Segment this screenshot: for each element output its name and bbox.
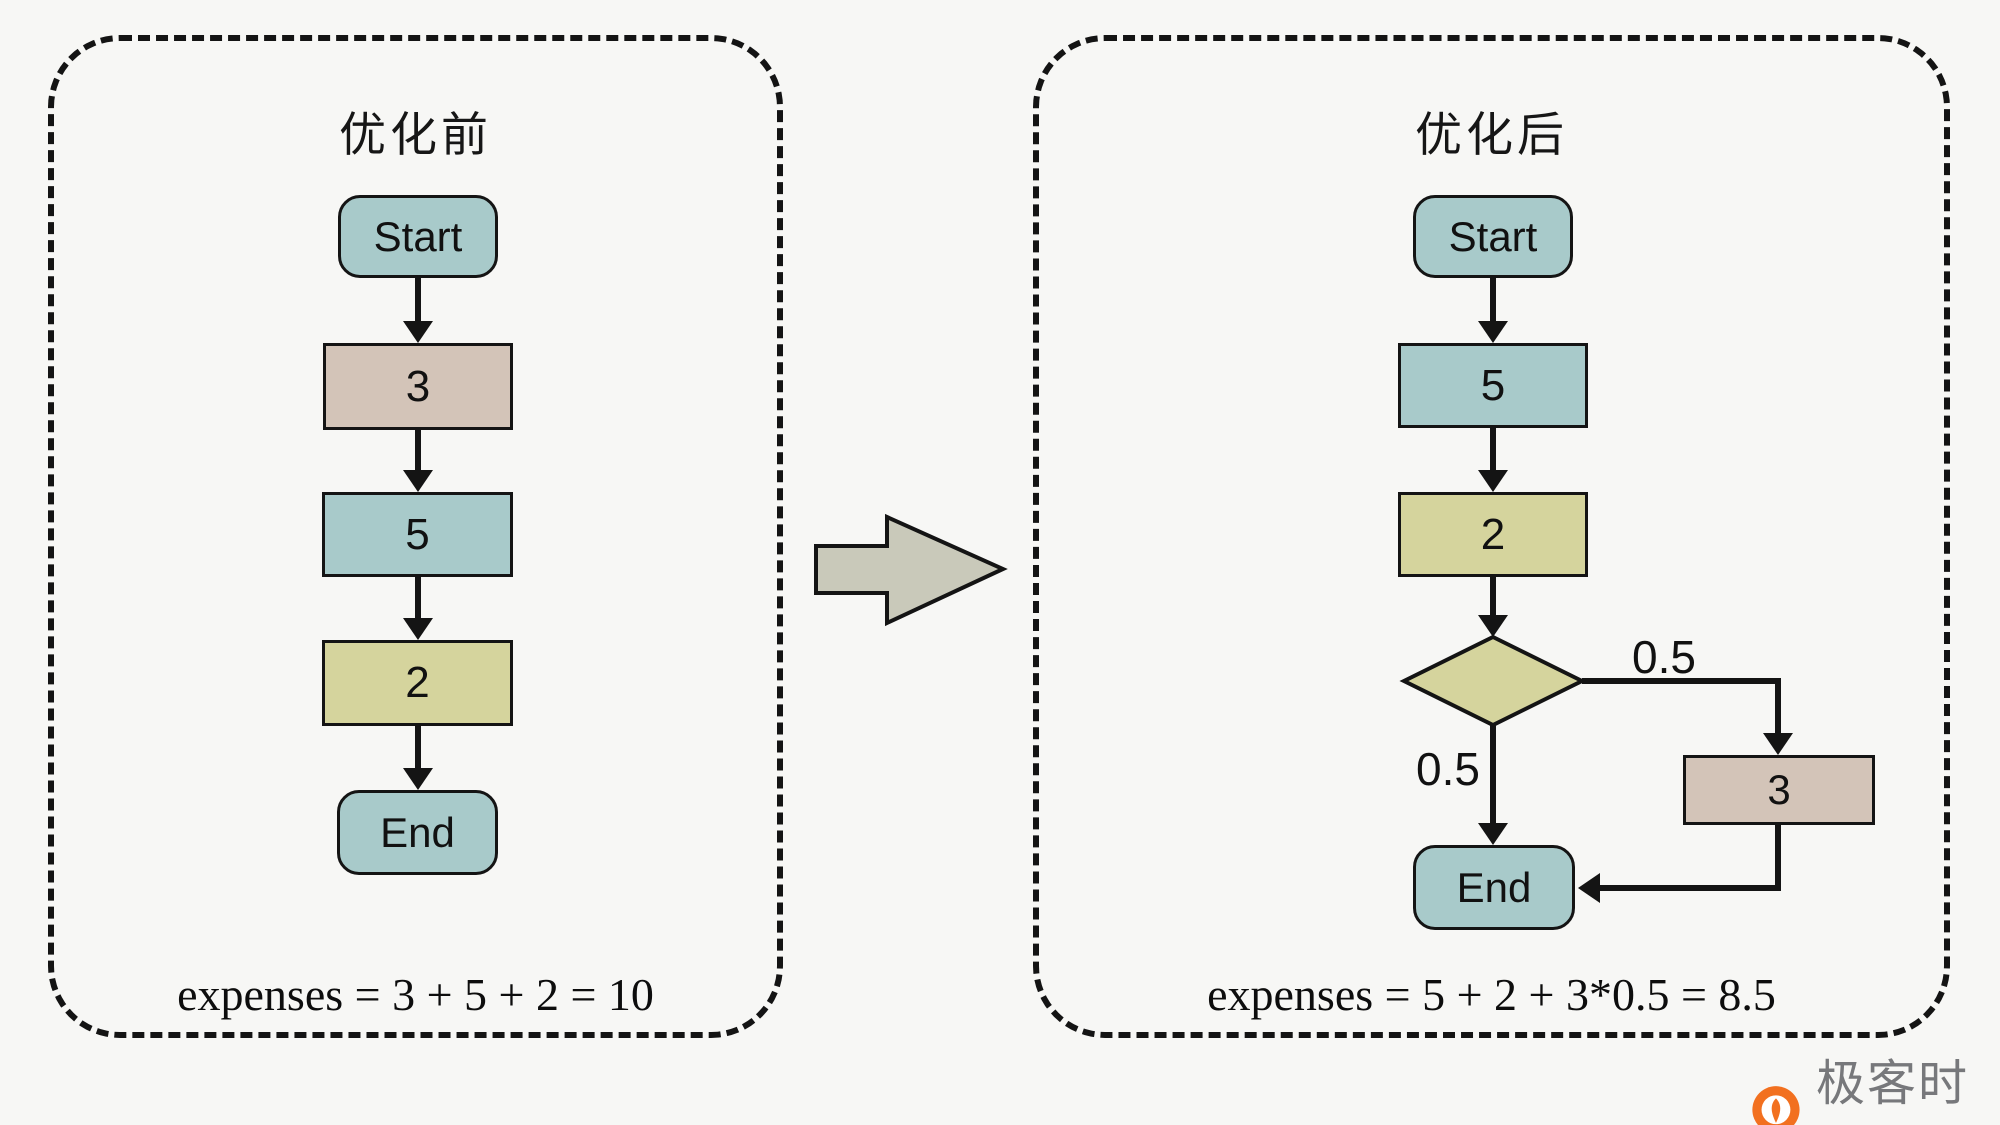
after-process-node-2: 2 xyxy=(1398,492,1588,577)
before-panel-title: 优化前 xyxy=(339,108,492,161)
after-branch-down-label: 0.5 xyxy=(1416,743,1480,795)
after-return-hline xyxy=(1598,885,1781,891)
before-process-node-2: 2 xyxy=(322,640,513,726)
before-end-label: End xyxy=(380,808,455,856)
after-expenses-formula: expenses = 5 + 2 + 3*0.5 = 8.5 xyxy=(1207,969,1776,1020)
before-flow-arrow-line-1 xyxy=(415,277,421,323)
after-branch-down-arrowhead xyxy=(1478,823,1508,845)
after-start-label: Start xyxy=(1448,212,1538,260)
before-flow-arrow-line-4 xyxy=(415,725,421,770)
before-start-node: Start xyxy=(338,195,498,278)
after-branch-right-arrowhead xyxy=(1763,733,1793,755)
before-flow-arrow-line-2 xyxy=(415,429,421,472)
after-branch-right-hline xyxy=(1582,678,1781,684)
after-process-2-label: 2 xyxy=(1480,509,1506,559)
after-flow-arrowhead-1 xyxy=(1478,321,1508,343)
after-process-node-5: 5 xyxy=(1398,343,1588,428)
geektime-logo: 极客时间 xyxy=(1748,1044,2000,1125)
after-flow-arrowhead-2 xyxy=(1478,470,1508,492)
geektime-logo-icon xyxy=(1752,1086,1800,1125)
after-flow-arrow-line-3 xyxy=(1490,576,1496,617)
after-flow-arrowhead-3 xyxy=(1478,615,1508,637)
before-panel xyxy=(48,35,783,1038)
after-return-arrowhead xyxy=(1578,873,1600,903)
before-flow-arrow-line-3 xyxy=(415,576,421,620)
after-end-node: End xyxy=(1413,845,1575,930)
after-return-vline xyxy=(1775,824,1781,891)
after-panel-title: 优化后 xyxy=(1415,108,1568,161)
after-start-node: Start xyxy=(1413,195,1573,278)
after-decision-diamond xyxy=(1399,634,1587,728)
after-branch-node-3: 3 xyxy=(1683,755,1875,825)
after-branch-down-line xyxy=(1490,723,1496,823)
after-branch-right-vline xyxy=(1775,678,1781,735)
before-flow-arrowhead-3 xyxy=(403,618,433,640)
geektime-logo-text: 极客时间 xyxy=(1815,1057,1969,1111)
before-start-label: Start xyxy=(373,212,463,260)
after-branch-3-label: 3 xyxy=(1767,766,1791,813)
before-flow-arrowhead-2 xyxy=(403,470,433,492)
after-flow-arrow-line-2 xyxy=(1490,427,1496,472)
before-process-node-5: 5 xyxy=(322,492,513,577)
after-end-label: End xyxy=(1456,863,1532,911)
before-end-node: End xyxy=(337,790,498,875)
before-expenses-formula: expenses = 3 + 5 + 2 = 10 xyxy=(177,969,654,1020)
transform-arrow xyxy=(814,513,1008,627)
after-flow-arrow-line-1 xyxy=(1490,277,1496,323)
after-branch-right-label: 0.5 xyxy=(1632,631,1696,683)
before-flow-arrowhead-1 xyxy=(403,321,433,343)
before-process-node-3: 3 xyxy=(323,343,513,430)
after-panel xyxy=(1033,35,1950,1038)
before-process-3-label: 3 xyxy=(405,361,431,411)
before-flow-arrowhead-4 xyxy=(403,768,433,790)
before-process-2-label: 2 xyxy=(405,658,430,707)
before-process-5-label: 5 xyxy=(405,509,430,559)
after-process-5-label: 5 xyxy=(1480,360,1506,410)
